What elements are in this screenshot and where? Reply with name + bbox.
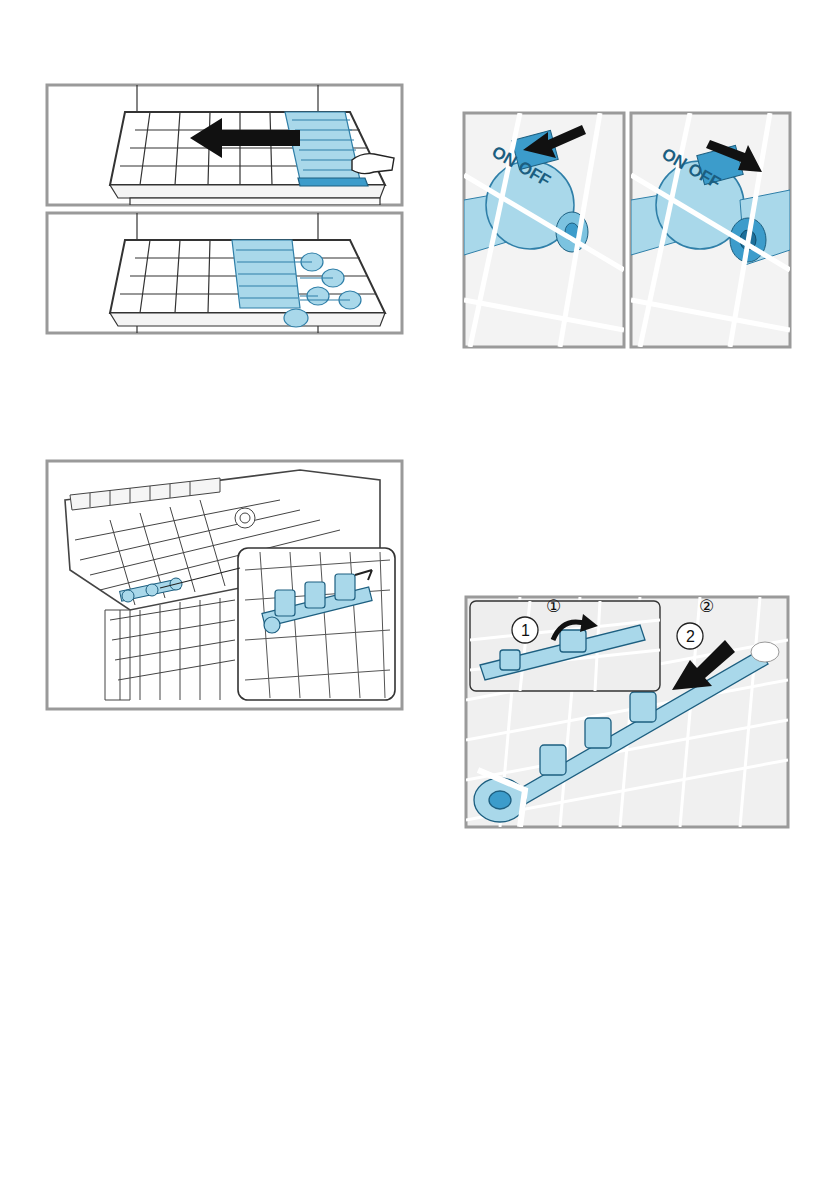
switch-text: ON OFF <box>489 143 553 190</box>
shelf-slide-illustration <box>47 85 402 205</box>
valve-on-illustration <box>464 113 624 347</box>
valve-off-illustration <box>631 113 790 347</box>
callout-number: 2 <box>686 629 695 645</box>
rack-overview-illustration <box>47 461 402 709</box>
pipe-removal-illustration <box>466 597 788 827</box>
callout-number: ② <box>699 598 714 615</box>
switch-text: ON OFF <box>659 145 723 192</box>
shelf-glasses-illustration <box>47 213 402 333</box>
callout-number: ① <box>546 598 561 615</box>
callout-number: 1 <box>521 623 530 639</box>
